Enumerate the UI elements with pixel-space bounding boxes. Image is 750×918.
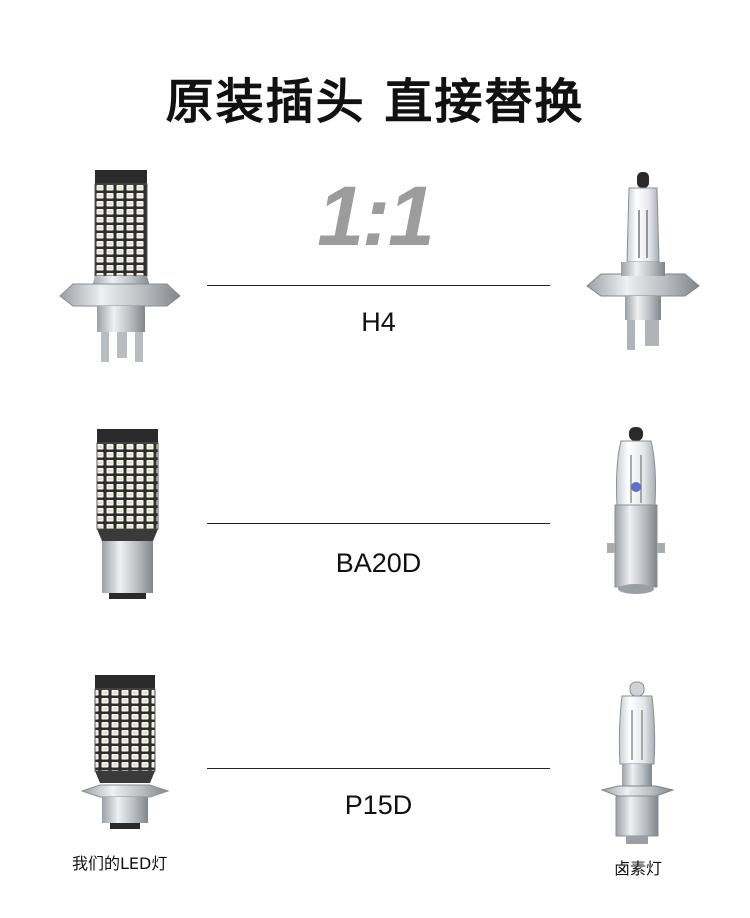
halogen-bulb-h4-image [586, 172, 700, 350]
divider-h4 [207, 285, 550, 286]
led-bulb-p15d-image [80, 675, 170, 829]
socket-label-ba20d: BA20D [335, 548, 422, 578]
caption-halogen: 卤素灯 [614, 859, 663, 878]
led-bulb-h4-image [59, 170, 181, 362]
led-bulb-ba20d-image [96, 429, 159, 599]
halogen-bulb-p15d-image [600, 681, 675, 844]
halogen-bulb-ba20d-image [607, 427, 665, 594]
divider-ba20d [207, 523, 550, 524]
page-title: 原装插头 直接替换 [165, 74, 585, 130]
ratio-label: 1:1 [317, 169, 434, 263]
socket-label-p15d: P15D [344, 790, 413, 820]
divider-p15d [207, 768, 550, 769]
caption-led: 我们的LED灯 [72, 854, 168, 873]
socket-label-h4: H4 [361, 307, 396, 337]
